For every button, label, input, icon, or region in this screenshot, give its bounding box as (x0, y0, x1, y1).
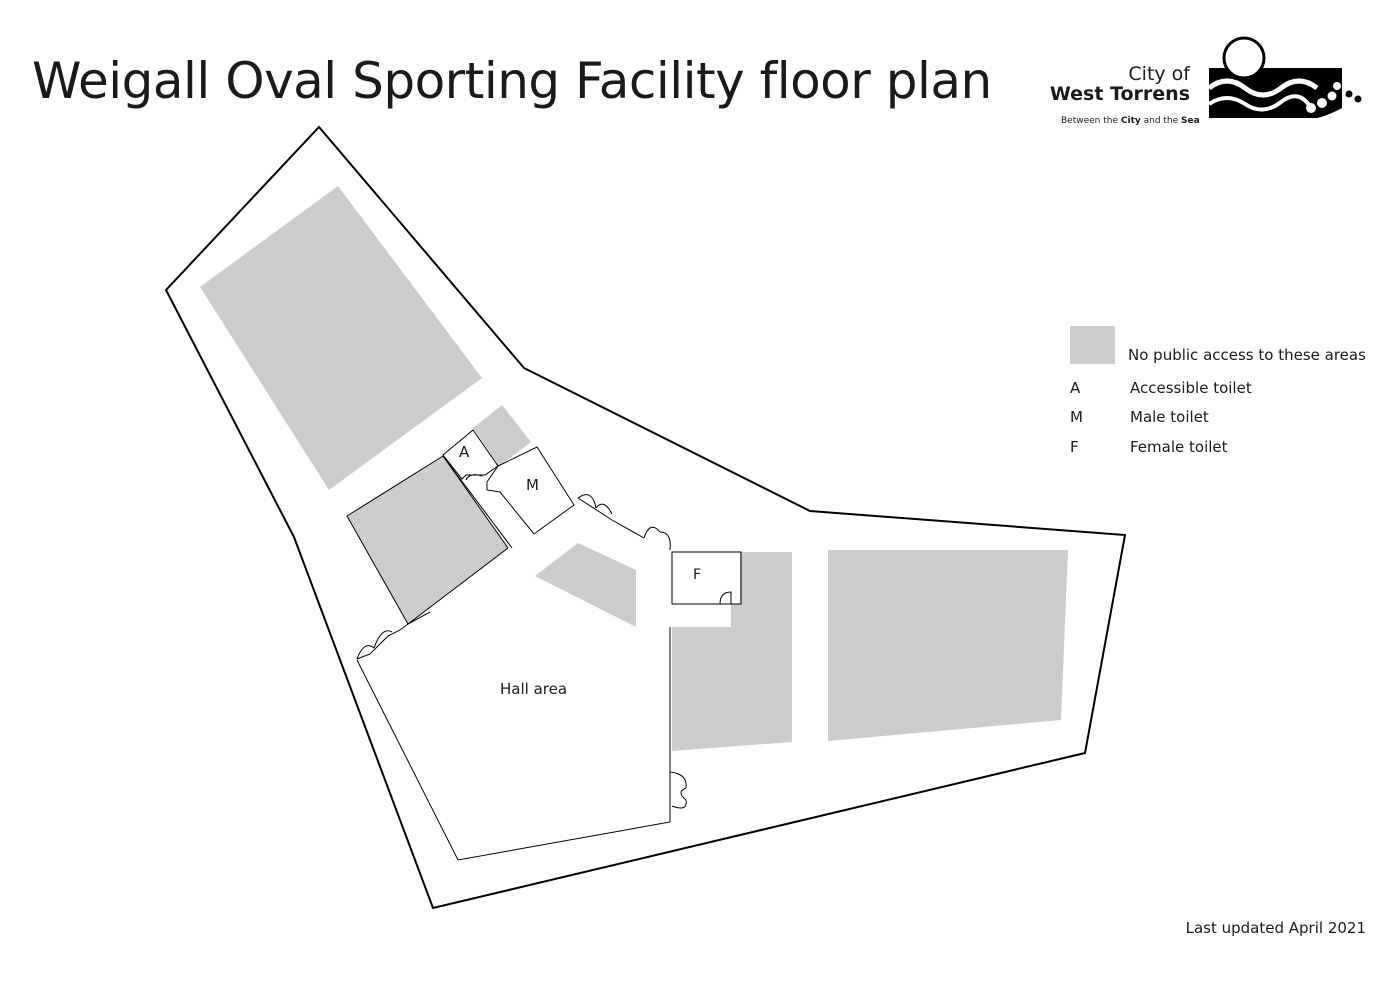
restricted-area-east (828, 550, 1068, 741)
legend-restricted-label: No public access to these areas (1128, 346, 1366, 364)
building-outline (164, 125, 1127, 910)
logo-tagline-sea: Sea (1181, 116, 1200, 126)
legend-label: Accessible toilet (1130, 379, 1252, 397)
logo-tagline-prefix: Between the (1061, 116, 1121, 126)
restricted-area-kitchen (535, 543, 636, 627)
page-title: Weigall Oval Sporting Facility floor pla… (32, 52, 992, 110)
male-toilet-room (486, 446, 575, 535)
logo-tagline-mid: and the (1140, 116, 1182, 126)
logo-line-city-of: City of (1128, 63, 1190, 85)
logo-line-west-torrens: West Torrens (1049, 83, 1190, 105)
room-label-female: F (693, 567, 702, 583)
logo-tagline: Between the City and the Sea (1061, 116, 1200, 126)
legend-key: F (1070, 438, 1079, 456)
logo-sun-wave-icon (1207, 36, 1362, 118)
logo-tagline-city: City (1120, 116, 1141, 126)
last-updated-note: Last updated April 2021 (1185, 919, 1366, 937)
restricted-area-central (672, 552, 792, 751)
accessible-toilet-room (442, 429, 499, 480)
legend-item: A Accessible toilet (1070, 379, 1370, 399)
room-label-male: M (526, 476, 539, 494)
hall-area-outline (356, 611, 671, 861)
room-label-hall: Hall area (500, 680, 568, 698)
restricted-area-store (473, 405, 531, 466)
restricted-area-north (200, 186, 482, 490)
legend-item: F Female toilet (1070, 438, 1370, 458)
legend-item: M Male toilet (1070, 408, 1370, 428)
city-logo: City of West Torrens Between the City an… (1050, 36, 1375, 132)
restricted-area-west-room (347, 456, 508, 624)
legend-label: Male toilet (1130, 408, 1209, 426)
legend-key: A (1070, 379, 1081, 397)
legend-restricted-swatch (1070, 326, 1115, 364)
logo-wordmark: City of West Torrens (1050, 64, 1190, 105)
legend-key: M (1070, 408, 1083, 426)
restricted-areas (200, 186, 1068, 751)
legend: No public access to these areas A Access… (1070, 326, 1370, 466)
legend-label: Female toilet (1130, 438, 1228, 456)
room-label-accessible: A (459, 443, 470, 461)
